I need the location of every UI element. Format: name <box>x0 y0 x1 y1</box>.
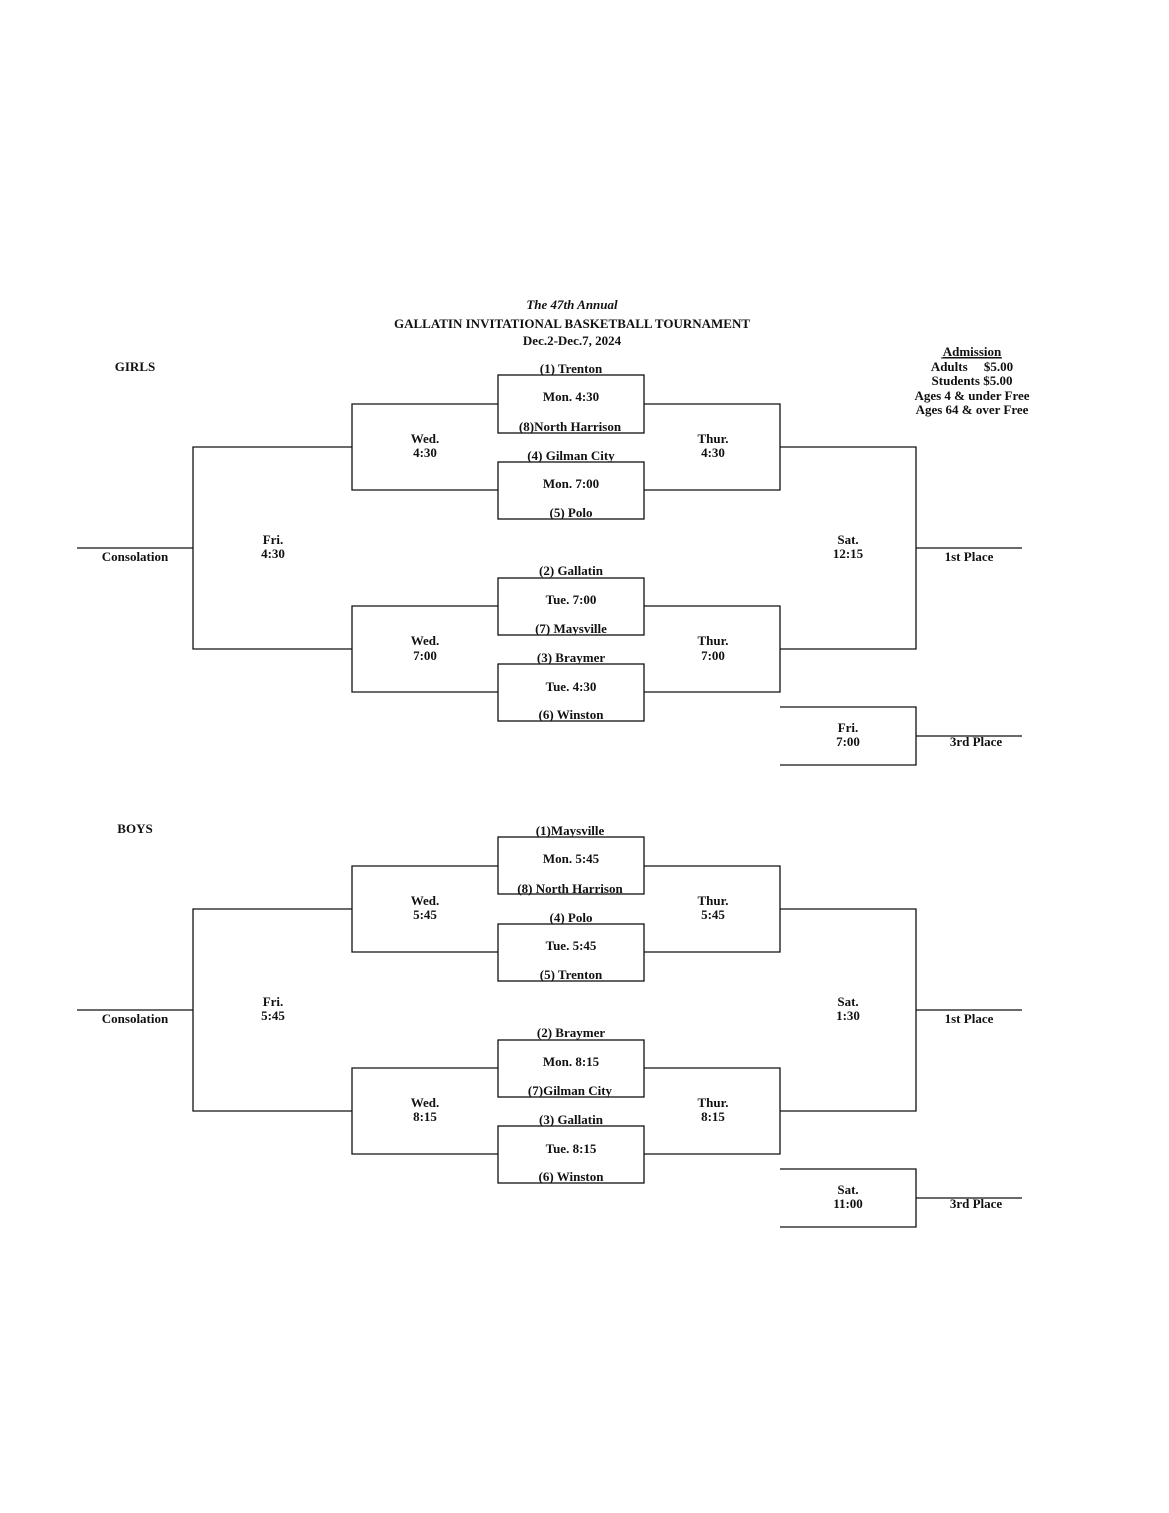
third-place-label: 3rd Place <box>950 1196 1003 1211</box>
consolation-final-day: Fri. <box>263 532 284 547</box>
winner-semi-day: Thur. <box>698 633 729 648</box>
header-title: GALLATIN INVITATIONAL BASKETBALL TOURNAM… <box>394 316 750 331</box>
team-top: (4) Gilman City <box>527 448 615 463</box>
team-bottom: (8) North Harrison <box>517 881 623 896</box>
consolation-semi-time: 4:30 <box>413 445 437 460</box>
consolation-final-time: 5:45 <box>261 1008 285 1023</box>
admission-line-under4: Ages 4 & under Free <box>914 388 1029 403</box>
first-round-game: (1) Trenton Mon. 4:30 (8)North Harrison <box>497 361 645 434</box>
game-time: Mon. 5:45 <box>543 851 600 866</box>
consolation-label: Consolation <box>102 549 169 564</box>
championship-time: 1:30 <box>836 1008 860 1023</box>
winner-semi-time: 5:45 <box>701 907 725 922</box>
team-top: (2) Gallatin <box>539 563 604 578</box>
game-time: Tue. 7:00 <box>546 592 597 607</box>
consolation-label: Consolation <box>102 1011 169 1026</box>
admission-title: Admission <box>943 344 1002 359</box>
winner-semi-time: 4:30 <box>701 445 725 460</box>
consolation-semi-time: 8:15 <box>413 1109 437 1124</box>
team-bottom: (5) Polo <box>550 505 593 520</box>
team-top: (4) Polo <box>550 910 593 925</box>
bracket-label: GIRLS <box>115 359 155 374</box>
first-place-label: 1st Place <box>945 1011 994 1026</box>
team-bottom: (8)North Harrison <box>519 419 622 434</box>
team-top: (2) Braymer <box>537 1025 605 1040</box>
championship-time: 12:15 <box>833 546 864 561</box>
third-place-time: 7:00 <box>836 734 860 749</box>
team-top: (1)Maysville <box>536 823 605 838</box>
championship-day: Sat. <box>837 994 858 1009</box>
team-top: (3) Braymer <box>537 650 605 665</box>
header-dates: Dec.2-Dec.7, 2024 <box>523 333 622 348</box>
winner-semi-day: Thur. <box>698 1095 729 1110</box>
winner-semi-time: 8:15 <box>701 1109 725 1124</box>
team-bottom: (7)Gilman City <box>528 1083 613 1098</box>
girls-bracket: GIRLS (1) Trenton Mon. 4:30 (8)North Har… <box>77 359 1022 766</box>
boys-bracket: BOYS (1)Maysville Mon. 5:45 (8) North Ha… <box>77 821 1022 1228</box>
winner-semi-day: Thur. <box>698 893 729 908</box>
tournament-header: The 47th Annual GALLATIN INVITATIONAL BA… <box>394 297 750 348</box>
first-round-game: (1)Maysville Mon. 5:45 (8) North Harriso… <box>497 823 645 896</box>
consolation-semi-day: Wed. <box>411 633 440 648</box>
first-round-game: (3) Braymer Tue. 4:30 (6) Winston <box>497 650 645 722</box>
winner-semi-day: Thur. <box>698 431 729 446</box>
consolation-semi-day: Wed. <box>411 1095 440 1110</box>
first-round-game: (4) Polo Tue. 5:45 (5) Trenton <box>497 910 645 982</box>
third-place-time: 11:00 <box>833 1196 863 1211</box>
consolation-semi-day: Wed. <box>411 431 440 446</box>
first-round-game: (3) Gallatin Tue. 8:15 (6) Winston <box>497 1112 645 1184</box>
bracket-label: BOYS <box>117 821 152 836</box>
team-bottom: (7) Maysville <box>535 621 607 636</box>
consolation-final-time: 4:30 <box>261 546 285 561</box>
third-place-label: 3rd Place <box>950 734 1003 749</box>
game-time: Tue. 8:15 <box>546 1141 597 1156</box>
team-bottom: (6) Winston <box>539 707 605 722</box>
game-time: Mon. 8:15 <box>543 1054 600 1069</box>
game-time: Tue. 5:45 <box>546 938 597 953</box>
game-time: Tue. 4:30 <box>546 679 597 694</box>
consolation-final-day: Fri. <box>263 994 284 1009</box>
admission-line-students: Students $5.00 <box>932 373 1013 388</box>
game-time: Mon. 4:30 <box>543 389 599 404</box>
consolation-semi-time: 5:45 <box>413 907 437 922</box>
admission-line-adults: Adults $5.00 <box>931 359 1013 374</box>
winner-semi-time: 7:00 <box>701 648 725 663</box>
first-round-game: (2) Braymer Mon. 8:15 (7)Gilman City <box>497 1025 645 1098</box>
admission-line-over64: Ages 64 & over Free <box>916 402 1029 417</box>
admission-info: Admission Adults $5.00 Students $5.00 Ag… <box>914 344 1029 417</box>
consolation-semi-day: Wed. <box>411 893 440 908</box>
championship-day: Sat. <box>837 532 858 547</box>
team-bottom: (6) Winston <box>539 1169 605 1184</box>
first-round-game: (2) Gallatin Tue. 7:00 (7) Maysville <box>497 563 645 636</box>
third-place-day: Sat. <box>837 1182 858 1197</box>
team-bottom: (5) Trenton <box>540 967 603 982</box>
first-round-game: (4) Gilman City Mon. 7:00 (5) Polo <box>497 448 645 520</box>
team-top: (1) Trenton <box>540 361 603 376</box>
first-place-label: 1st Place <box>945 549 994 564</box>
header-line-1: The 47th Annual <box>526 297 618 312</box>
team-top: (3) Gallatin <box>539 1112 604 1127</box>
third-place-day: Fri. <box>838 720 859 735</box>
game-time: Mon. 7:00 <box>543 476 599 491</box>
consolation-semi-time: 7:00 <box>413 648 437 663</box>
